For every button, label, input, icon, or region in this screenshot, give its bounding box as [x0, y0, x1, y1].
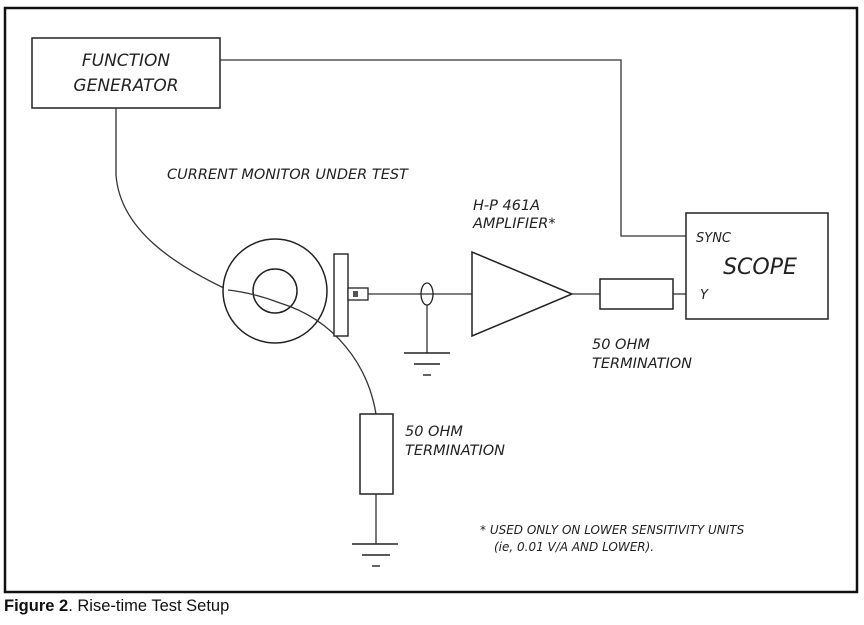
function-generator-box — [31, 37, 221, 109]
generator-output-wire — [115, 108, 229, 291]
amplifier-triangle — [471, 250, 574, 338]
termination-bottom-resistor — [359, 413, 394, 495]
function-generator-label-line1: FUNCTION — [82, 51, 171, 71]
footnote-line1: * USED ONLY ON LOWER SENSITIVITY UNITS — [480, 523, 745, 537]
sync-wire — [220, 59, 686, 237]
termination-right-label-line2: TERMINATION — [592, 356, 692, 372]
amplifier-label-line2: AMPLIFIER* — [472, 216, 556, 232]
current-monitor-outer-ring — [222, 238, 328, 344]
scope-title-label: SCOPE — [723, 255, 797, 280]
termination-bottom-label-line2: TERMINATION — [405, 443, 505, 459]
figure-caption: Figure 2. Rise-time Test Setup — [4, 597, 229, 616]
scope-sync-label: SYNC — [696, 231, 732, 246]
figure-number: Figure 2 — [4, 597, 69, 615]
diagram-frame — [3, 6, 859, 594]
function-generator-label-line2: GENERATOR — [73, 76, 178, 96]
termination-right-label-line1: 50 OHM — [592, 337, 650, 353]
figure-title: . Rise-time Test Setup — [68, 597, 230, 615]
scope-y-label: Y — [700, 288, 709, 303]
scope-box — [685, 212, 829, 320]
termination-bottom-label-line1: 50 OHM — [405, 424, 463, 440]
amplifier-label-line1: H-P 461A — [473, 198, 540, 214]
termination-right-resistor — [599, 278, 674, 310]
footnote-line2: (ie, 0.01 V/A AND LOWER). — [494, 540, 654, 554]
current-monitor-label: CURRENT MONITOR UNDER TEST — [167, 167, 409, 183]
current-monitor-inner-ring — [252, 268, 298, 314]
through-wire — [227, 289, 377, 415]
bnc-pin — [353, 291, 358, 297]
current-monitor-flange — [333, 253, 349, 337]
